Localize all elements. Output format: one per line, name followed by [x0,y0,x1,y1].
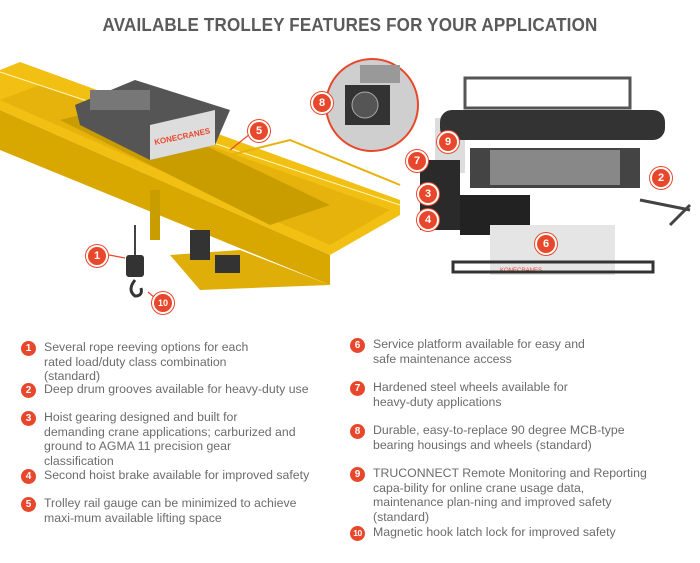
callout-1: 1 [86,245,108,267]
feature-text: Deep drum grooves available for heavy-du… [44,382,309,396]
feature-item-3: 3 Hoist gearing designed and built for d… [21,410,321,468]
feature-text: Durable, easy-to-replace 90 degree MCB-t… [373,423,625,452]
callout-8: 8 [311,92,333,114]
callout-7: 7 [406,150,428,172]
number-badge: 10 [350,526,365,541]
callout-6: 6 [535,233,557,255]
feature-item-6: 6 Service platform available for easy an… [350,337,680,366]
feature-text: Several rope reeving options for each ra… [44,340,249,383]
feature-text: Hoist gearing designed and built for dem… [44,410,296,468]
number-badge: 9 [350,467,365,482]
callout-5: 5 [248,120,270,142]
number-badge: 7 [350,381,365,396]
number-badge: 4 [21,469,36,484]
feature-item-10: 10 Magnetic hook latch lock for improved… [350,525,680,541]
feature-item-5: 5 Trolley rail gauge can be minimized to… [21,496,321,525]
feature-item-9: 9 TRUCONNECT Remote Monitoring and Repor… [350,466,680,524]
number-badge: 1 [21,341,36,356]
feature-item-7: 7 Hardened steel wheels available for he… [350,380,680,409]
number-badge: 8 [350,424,365,439]
feature-item-4: 4 Second hoist brake available for impro… [21,468,321,484]
feature-item-1: 1 Several rope reeving options for each … [21,340,321,384]
crane-illustration: KONECRANES KONECRANES [0,58,692,299]
hook-image [126,225,144,298]
callout-2: 2 [650,167,672,189]
page-title: AVAILABLE TROLLEY FEATURES FOR YOUR APPL… [102,14,598,35]
feature-text: Trolley rail gauge can be minimized to a… [44,496,297,525]
number-badge: 2 [21,383,36,398]
callout-10: 10 [152,292,174,314]
feature-text: Magnetic hook latch lock for improved sa… [373,525,616,539]
number-badge: 3 [21,411,36,426]
feature-text: TRUCONNECT Remote Monitoring and Reporti… [373,466,647,524]
number-badge: 5 [21,497,36,512]
trolley-on-bridge-image: KONECRANES [75,80,230,160]
callout-4: 4 [417,209,439,231]
callout-3: 3 [417,183,439,205]
feature-item-2: 2 Deep drum grooves available for heavy-… [21,382,321,398]
feature-text: Hardened steel wheels available for heav… [373,380,568,409]
number-badge: 6 [350,338,365,353]
feature-text: Second hoist brake available for improve… [44,468,310,482]
feature-text: Service platform available for easy and … [373,337,585,366]
wheel-inset-image [325,58,419,152]
feature-item-8: 8 Durable, easy-to-replace 90 degree MCB… [350,423,680,452]
callout-9: 9 [437,131,459,153]
